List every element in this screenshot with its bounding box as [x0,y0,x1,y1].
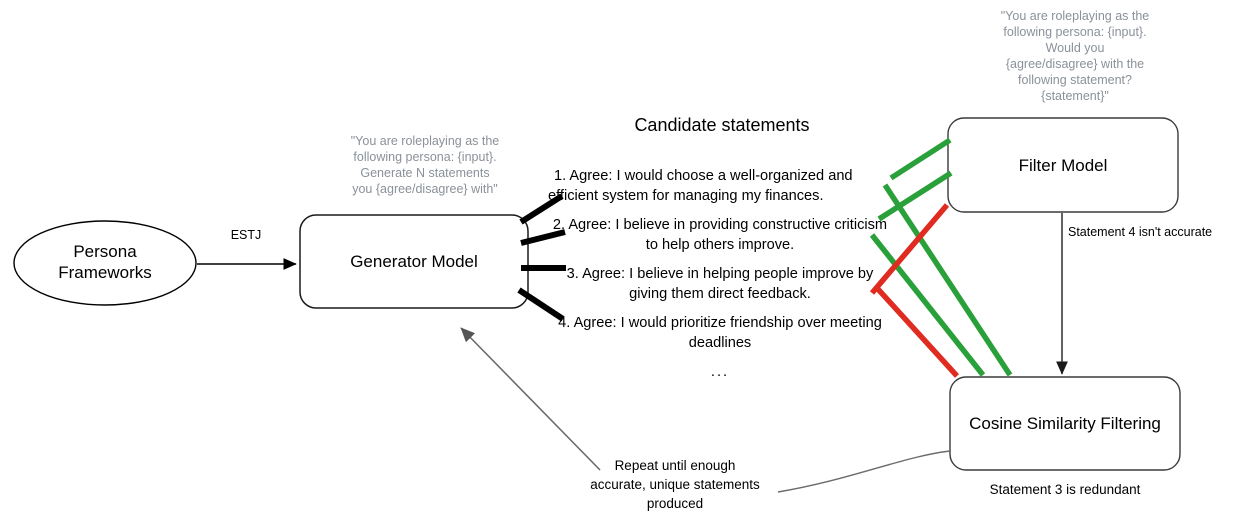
list-item-ellipsis: ... [710,364,730,380]
list-item: 2. Agree: I believe in providing constru… [552,217,888,253]
edge-label-statement-4-inaccurate: Statement 4 isn't accurate [1068,225,1213,239]
edge-label-estj: ESTJ [230,228,262,242]
filter-prompt-line-6: {statement}" [1041,89,1109,103]
filter-prompt-line-2: following persona: {input}. [1003,25,1147,39]
caption-feedback-loop: Repeat until enough accurate, unique sta… [570,456,780,513]
generator-prompt-line-3: Generate N statements [360,166,490,180]
persona-frameworks-line-1: Persona [73,242,137,261]
list-item: 3. Agree: I believe in helping people im… [566,266,874,302]
filter-prompt-line-5: following statement? [1018,73,1132,87]
list-item: 4. Agree: I would prioritize friendship … [558,315,882,351]
node-generator-model-label: Generator Model [350,252,478,271]
caption-statement-3-redundant: Statement 3 is redundant [989,482,1141,497]
node-persona-frameworks-label: Persona Frameworks [15,241,195,283]
generator-prompt-line-4: you {agree/disagree} with" [352,182,498,196]
feedback-label-line-3: produced [646,496,704,511]
filter-prompt-line-3: Would you [1045,41,1105,55]
feedback-label-line-1: Repeat until enough [614,458,736,473]
generator-prompt-line-1: "You are roleplaying as the [350,134,500,148]
prompt-generator-model: "You are roleplaying as the following pe… [325,133,525,197]
persona-frameworks-line-2: Frameworks [58,263,152,282]
feedback-label-line-2: accurate, unique statements [590,477,760,492]
edge-cosine-to-feedback-caption [777,450,951,493]
prompt-filter-model: "You are roleplaying as the following pe… [965,8,1185,104]
node-filter-model-label: Filter Model [1018,156,1108,175]
filter-prompt-line-4: {agree/disagree} with the [1005,57,1145,71]
list-item: 1. Agree: I would choose a well-organize… [548,168,853,204]
node-cosine-similarity-label: Cosine Similarity Filtering [969,414,1161,433]
candidate-statements-title: Candidate statements [634,115,810,135]
filter-prompt-line-1: "You are roleplaying as the [1000,9,1150,23]
connector-green-stmt1-to-cosine [882,183,1013,377]
connector-green-stmt1-to-filter [889,137,952,181]
generator-prompt-line-2: following persona: {input}. [353,150,497,164]
candidate-statements-list: 1. Agree: I would choose a well-organize… [548,166,892,391]
